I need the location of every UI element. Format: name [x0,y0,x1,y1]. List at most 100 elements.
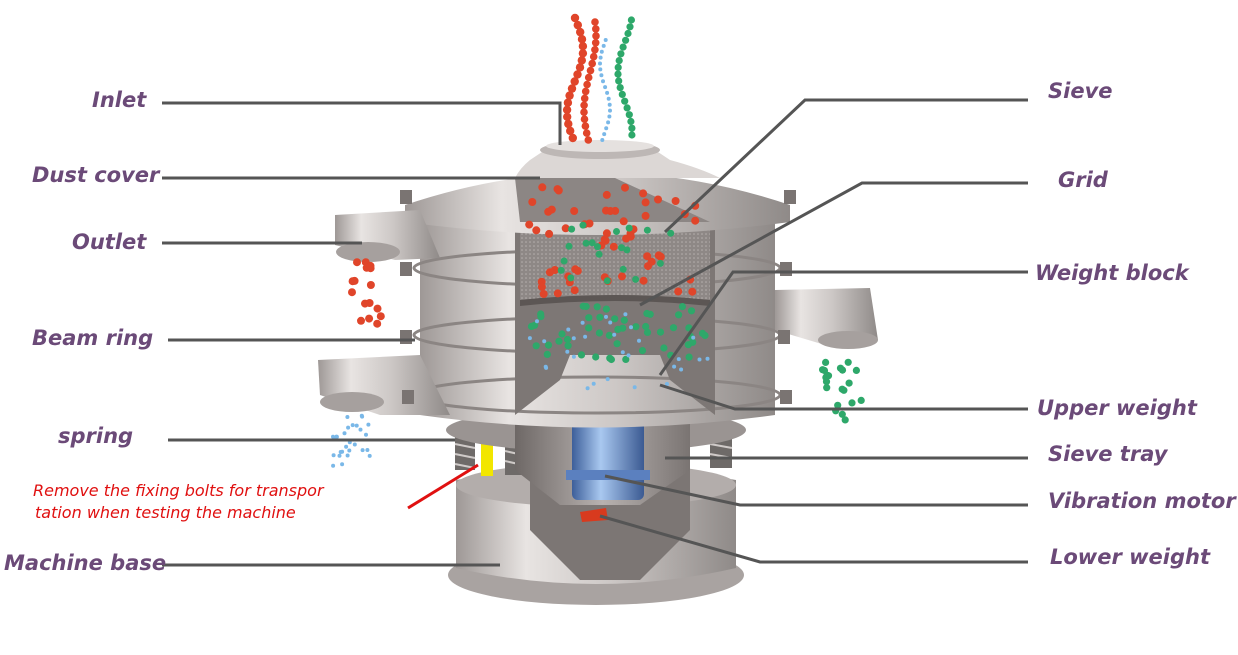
green-particle [656,328,665,336]
green-particle [607,355,616,364]
red-particle [576,27,585,37]
green-particle [602,305,611,313]
label-sieve-tray: Sieve tray [1048,442,1168,466]
red-particle [365,314,374,323]
green-particle [626,23,634,31]
red-particle [571,265,580,274]
red-particle [582,129,591,137]
note-line-2: tation when testing the machine [35,503,296,522]
red-particle [584,73,593,82]
red-particle [600,235,609,244]
blue-particle [608,320,613,325]
blue-particle [598,55,603,60]
blue-particle [337,453,342,458]
red-particle [539,290,548,298]
green-particle [823,384,831,392]
green-particle [619,265,627,273]
leader-vibration-motor [604,474,1028,507]
green-particle [622,36,630,44]
green-particle [582,239,590,247]
blue-particle [543,364,548,369]
label-machine-base: Machine base [4,551,167,575]
green-particle [623,104,631,112]
green-particle [624,29,632,38]
red-particle [591,18,599,26]
blue-particle [604,314,608,319]
blue-particle [607,114,612,119]
red-particle [563,112,572,122]
green-particle [596,313,604,321]
green-particle [687,307,696,315]
blue-particle [583,334,588,339]
blue-particle [364,432,368,437]
label-inlet: Inlet [92,88,147,112]
label-dust-cover: Dust cover [32,163,160,187]
blue-particle [705,356,710,361]
red-particle [691,216,700,225]
red-particle [626,232,635,241]
red-particle [537,282,546,291]
blue-particle [603,38,608,42]
blue-particle [697,357,702,362]
red-particle [591,46,599,54]
red-particle [654,251,663,260]
red-particle [577,56,586,65]
label-grid: Grid [1058,168,1108,192]
green-particle [620,316,628,324]
red-particle [584,136,593,144]
red-particle [589,52,598,61]
red-particle [586,66,595,75]
blue-particle [672,364,677,369]
blue-particle [345,453,350,458]
green-particle [563,335,572,344]
blue-particle [605,90,610,95]
lower-weight-shape [580,508,608,522]
green-particle [543,350,551,358]
green-particle [632,275,640,283]
green-particle [623,246,631,254]
red-particle [570,207,579,215]
green-particle [614,325,622,333]
blue-particle [346,425,351,430]
red-particle [561,224,570,233]
outlet-lower-left [318,355,450,415]
blue-particle [599,73,604,78]
leader-lower-weight [599,514,1028,564]
green-particle [845,379,853,387]
leader-grid [639,181,1028,307]
red-particle [647,257,656,266]
green-particle [844,358,852,366]
blue-particle [342,431,347,436]
blue-particle [565,349,570,354]
red-particle [563,98,573,107]
blue-particle [601,79,605,84]
green-particle [625,224,633,232]
blue-particle [623,312,628,317]
sieve-frame [412,215,782,428]
blue-particle [608,108,612,113]
green-particle [823,372,831,380]
blue-particle [626,353,631,358]
label-outlet: Outlet [72,230,147,254]
red-particle [580,101,588,110]
green-particle [537,313,545,321]
outlet-upper-left [335,210,440,262]
blue-particle [599,49,604,54]
blue-particle [571,354,576,359]
red-particle [580,94,589,103]
dust-cover [405,150,790,235]
blue-particle [360,448,365,453]
green-particle [622,355,630,363]
red-particle [602,190,611,199]
red-particle [688,287,697,296]
red-particle [641,198,650,207]
red-particle [581,122,590,130]
green-particle [588,239,596,247]
blue-particle [601,43,606,48]
label-sieve: Sieve [1048,79,1113,103]
green-particle [527,322,536,330]
red-particle [361,299,369,308]
blue-particle [612,332,617,337]
green-particle [565,242,573,250]
red-particle [654,195,662,204]
